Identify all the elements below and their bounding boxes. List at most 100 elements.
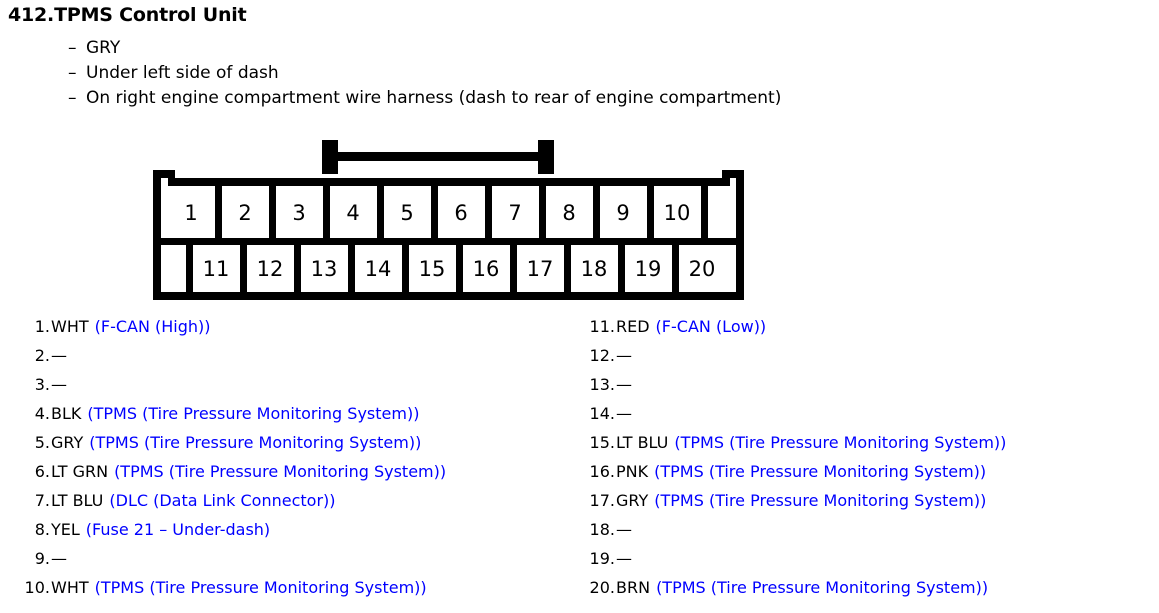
circuit-description: (TPMS (Tire Pressure Monitoring System))	[114, 462, 447, 481]
pin-number: 9.	[34, 549, 50, 568]
pin-number: 13.	[589, 375, 615, 394]
pin-label-16: 16	[473, 257, 500, 281]
pin-label-5: 5	[400, 201, 413, 225]
pinout-row: 2. —	[18, 341, 588, 370]
pin-label-2: 2	[238, 201, 251, 225]
wire-color: —	[616, 520, 632, 539]
note-text: GRY	[86, 38, 121, 58]
connector-notes-list: – GRY – Under left side of dash – On rig…	[68, 36, 1148, 111]
note-item: – GRY	[68, 36, 1148, 61]
wire-color: BLK	[51, 404, 82, 423]
note-item: – Under left side of dash	[68, 61, 1148, 86]
connector-top-row: 1 2 3 4 5 6 7 8 9 10	[184, 185, 708, 239]
pinout-row: 4. BLK (TPMS (Tire Pressure Monitoring S…	[18, 399, 588, 428]
circuit-description: (TPMS (Tire Pressure Monitoring System))	[654, 491, 987, 510]
pin-number: 18.	[589, 520, 615, 539]
pin-number: 15.	[589, 433, 615, 452]
connector-bottom-row: 11 12 13 14 15 16 17 18 19 20	[186, 244, 715, 293]
pin-number: 3.	[34, 375, 50, 394]
circuit-description: (Fuse 21 – Under-dash)	[85, 520, 271, 539]
pin-label-19: 19	[635, 257, 662, 281]
pin-label-11: 11	[203, 257, 230, 281]
circuit-description: (TPMS (Tire Pressure Monitoring System))	[674, 433, 1007, 452]
pinout-row: 8. YEL (Fuse 21 – Under-dash)	[18, 515, 588, 544]
dash-marker-icon: –	[68, 88, 77, 108]
pin-label-3: 3	[292, 201, 305, 225]
pinout-row: 12. —	[583, 341, 1159, 370]
pinout-row: 17. GRY (TPMS (Tire Pressure Monitoring …	[583, 486, 1159, 515]
wire-color: —	[616, 404, 632, 423]
pin-label-13: 13	[311, 257, 338, 281]
pin-number: 16.	[589, 462, 615, 481]
dash-marker-icon: –	[68, 38, 77, 58]
wire-color: RED	[616, 317, 650, 336]
pin-number: 14.	[589, 404, 615, 423]
wire-color: LT GRN	[51, 462, 109, 481]
pinout-row: 18. —	[583, 515, 1159, 544]
pin-number: 10.	[24, 578, 50, 597]
circuit-description: (TPMS (Tire Pressure Monitoring System))	[656, 578, 989, 597]
wire-color: —	[616, 549, 632, 568]
wire-color: WHT	[51, 317, 89, 336]
pinout-row: 20. BRN (TPMS (Tire Pressure Monitoring …	[583, 573, 1159, 602]
pin-label-7: 7	[508, 201, 521, 225]
pin-number: 11.	[589, 317, 615, 336]
circuit-description: (DLC (Data Link Connector))	[109, 491, 336, 510]
connector-shell	[153, 170, 744, 300]
pin-number: 2.	[34, 346, 50, 365]
dash-marker-icon: –	[68, 63, 77, 83]
pin-label-1: 1	[184, 201, 197, 225]
note-text: On right engine compartment wire harness…	[86, 88, 782, 108]
note-text: Under left side of dash	[86, 63, 279, 83]
pinout-row: 3. —	[18, 370, 588, 399]
pinout-row: 1. WHT (F-CAN (High))	[18, 312, 588, 341]
wire-color: —	[616, 375, 632, 394]
pinout-column-right: 11. RED (F-CAN (Low)) 12. — 13. — 14. — …	[583, 312, 1159, 602]
pin-number: 4.	[34, 404, 50, 423]
circuit-description: (TPMS (Tire Pressure Monitoring System))	[87, 404, 420, 423]
pinout-row: 5. GRY (TPMS (Tire Pressure Monitoring S…	[18, 428, 588, 457]
pin-number: 1.	[34, 317, 50, 336]
wire-color: —	[51, 346, 67, 365]
wire-color: —	[616, 346, 632, 365]
wire-color: GRY	[616, 491, 649, 510]
pin-label-15: 15	[419, 257, 446, 281]
circuit-description: (F-CAN (Low))	[655, 317, 767, 336]
pin-number: 8.	[34, 520, 50, 539]
pin-number: 17.	[589, 491, 615, 510]
wire-color: —	[51, 375, 67, 394]
pin-number: 20.	[589, 578, 615, 597]
pin-label-9: 9	[616, 201, 629, 225]
note-item: – On right engine compartment wire harne…	[68, 86, 1148, 111]
pinout-row: 13. —	[583, 370, 1159, 399]
pin-label-10: 10	[664, 201, 691, 225]
page-title: 412.TPMS Control Unit	[8, 4, 247, 26]
pin-label-4: 4	[346, 201, 359, 225]
pinout-row: 16. PNK (TPMS (Tire Pressure Monitoring …	[583, 457, 1159, 486]
pin-label-8: 8	[562, 201, 575, 225]
pinout-row: 6. LT GRN (TPMS (Tire Pressure Monitorin…	[18, 457, 588, 486]
wire-color: LT BLU	[616, 433, 669, 452]
pin-label-20: 20	[689, 257, 716, 281]
wire-color: GRY	[51, 433, 84, 452]
pin-label-18: 18	[581, 257, 608, 281]
wire-color: WHT	[51, 578, 89, 597]
pinout-row: 14. —	[583, 399, 1159, 428]
pinout-row: 10. WHT (TPMS (Tire Pressure Monitoring …	[18, 573, 588, 602]
circuit-description: (TPMS (Tire Pressure Monitoring System))	[654, 462, 987, 481]
wire-color: PNK	[616, 462, 649, 481]
pin-label-14: 14	[365, 257, 392, 281]
pin-label-6: 6	[454, 201, 467, 225]
pin-label-17: 17	[527, 257, 554, 281]
circuit-description: (TPMS (Tire Pressure Monitoring System))	[89, 433, 422, 452]
pinout-row: 9. —	[18, 544, 588, 573]
pin-number: 7.	[34, 491, 50, 510]
circuit-description: (F-CAN (High))	[94, 317, 211, 336]
pinout-column-left: 1. WHT (F-CAN (High)) 2. — 3. — 4. BLK (…	[18, 312, 588, 602]
pinout-row: 19. —	[583, 544, 1159, 573]
pin-label-12: 12	[257, 257, 284, 281]
wire-color: BRN	[616, 578, 651, 597]
pin-number: 5.	[34, 433, 50, 452]
pinout-row: 15. LT BLU (TPMS (Tire Pressure Monitori…	[583, 428, 1159, 457]
wire-color: —	[51, 549, 67, 568]
